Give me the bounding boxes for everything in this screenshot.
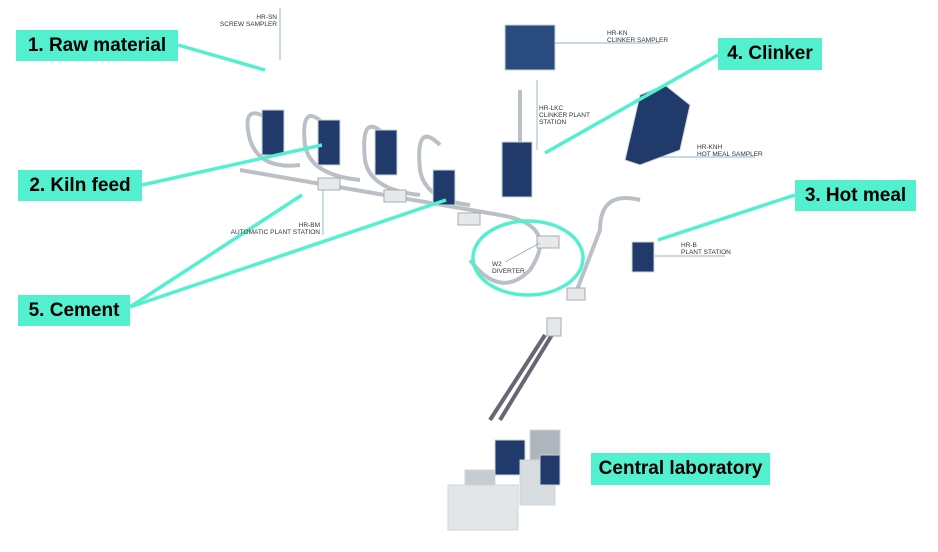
- callout-hot-meal: 3. Hot meal: [795, 180, 916, 211]
- leader-lines: [279, 8, 755, 263]
- callout-central-laboratory: Central laboratory: [591, 453, 770, 485]
- diverter-units: [317, 177, 586, 337]
- callout-clinker: 4. Clinker: [718, 38, 822, 70]
- callout-cement: 5. Cement: [18, 295, 130, 326]
- pipes: [239, 90, 641, 422]
- callout-lines: [129, 43, 796, 309]
- callout-kiln-feed: 2. Kiln feed: [18, 170, 142, 201]
- callout-raw-material: 1. Raw material: [16, 30, 178, 61]
- equipment: [261, 24, 691, 531]
